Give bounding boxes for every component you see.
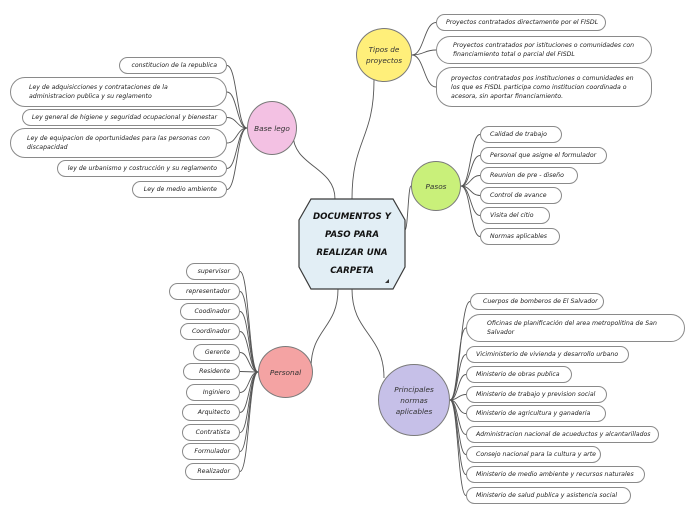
connector-line (449, 354, 467, 401)
base-legal-item[interactable]: Ley de adquisicciones y contrataciones d… (10, 77, 227, 107)
connector-line (449, 399, 467, 475)
pasos-item[interactable]: Normas aplicables (480, 228, 560, 245)
personal-item[interactable]: Formulador (182, 443, 240, 460)
pasos-item[interactable]: Reunion de pre - diseño (480, 167, 578, 184)
personal-item[interactable]: Arquitecto (182, 404, 240, 421)
normas-item[interactable]: Cuerpos de bomberos de El Salvador (470, 293, 604, 310)
hub-pasos[interactable]: Pasos (411, 161, 461, 211)
connector-line (226, 127, 248, 169)
normas-item[interactable]: Ministerio de trabajo y prevision social (466, 386, 607, 403)
base-legal-item[interactable]: constitucion de la republica (119, 57, 227, 74)
connector-line (310, 288, 339, 369)
normas-item[interactable]: Ministerio de obras publica (466, 366, 572, 383)
connector-line (460, 134, 481, 187)
connector-line (449, 394, 467, 401)
personal-item[interactable]: Coodinador (180, 303, 240, 320)
central-topic-shape[interactable] (298, 198, 406, 290)
connector-line (460, 155, 481, 187)
pasos-item[interactable]: Visita del citio (480, 207, 550, 224)
personal-item[interactable]: Contratista (182, 424, 240, 441)
connector-line (411, 49, 437, 56)
connector-line (239, 331, 259, 373)
connector-line (449, 374, 467, 401)
connector-line (411, 22, 437, 56)
base-legal-item[interactable]: Ley de medio ambiente (132, 181, 227, 198)
connector-line (460, 175, 481, 187)
connector-line (449, 327, 467, 401)
base-legal-item[interactable]: ley de urbanismo y costrucción y su regl… (57, 160, 227, 177)
pasos-item[interactable]: Personal que asigne el formulador (480, 147, 607, 164)
connector-line (226, 65, 248, 129)
connector-line (239, 352, 259, 373)
hub-personal[interactable]: Personal (258, 346, 313, 398)
personal-item[interactable]: Gerente (193, 344, 240, 361)
personal-item[interactable]: Inginiero (186, 384, 240, 401)
personal-item[interactable]: Residente (183, 363, 240, 380)
connector-line (239, 311, 259, 373)
normas-item[interactable]: Viciministerio de vivienda y desarrollo … (466, 346, 629, 363)
normas-item[interactable]: Oficinas de planificación del area metro… (466, 314, 685, 342)
personal-item[interactable]: supervisor (186, 263, 240, 280)
normas-item[interactable]: Ministerio de salud publica y asistencia… (466, 487, 631, 504)
connector-line (226, 91, 248, 129)
hub-tipos-de-proyectos[interactable]: Tipos de proyectos (356, 28, 412, 82)
base-legal-item[interactable]: Ley general de higiene y seguridad ocupa… (22, 109, 227, 126)
connector-line (292, 133, 336, 200)
normas-item[interactable]: Consejo nacional para la cultura y arte (466, 446, 601, 463)
connector-line (449, 399, 467, 496)
pasos-item[interactable]: Calidad de trabajo (480, 126, 562, 143)
connector-line (226, 117, 248, 129)
central-topic[interactable]: DOCUMENTOS Y PASO PARA REALIZAR UNA CARP… (313, 212, 391, 276)
base-legal-item[interactable]: Ley de equipacion de oportunidades para … (10, 128, 227, 158)
tipos-item[interactable]: proyectos contratados pos instituciones … (436, 67, 652, 107)
connector-line (239, 371, 259, 452)
tipos-item[interactable]: Proyectos contratados directamente por e… (436, 14, 606, 31)
hub-base-legal[interactable]: Base lego (247, 101, 297, 155)
connector-line (411, 54, 437, 88)
connector-line (226, 127, 248, 190)
personal-item[interactable]: Coordinador (180, 323, 240, 340)
personal-item[interactable]: Realizador (185, 463, 240, 480)
connector-line (239, 371, 259, 373)
connector-line (239, 371, 259, 472)
connector-line (404, 185, 412, 231)
connector-line (351, 288, 385, 379)
pasos-item[interactable]: Control de avance (480, 187, 562, 204)
connector-line (351, 79, 375, 200)
resize-handle-icon (385, 279, 389, 283)
connector-line (239, 291, 259, 373)
normas-item[interactable]: Ministerio de medio ambiente y recursos … (466, 466, 645, 483)
personal-item[interactable]: representador (169, 283, 240, 300)
normas-item[interactable]: Ministerio de agricultura y ganaderia (466, 405, 606, 422)
hub-principales-normas-aplicables[interactable]: Principales normas aplicables (378, 364, 450, 436)
connector-line (460, 185, 481, 237)
tipos-item[interactable]: Proyectos contratados por istituciones o… (436, 36, 652, 64)
connector-line (239, 271, 259, 373)
normas-item[interactable]: Administracion nacional de acueductos y … (466, 426, 659, 443)
